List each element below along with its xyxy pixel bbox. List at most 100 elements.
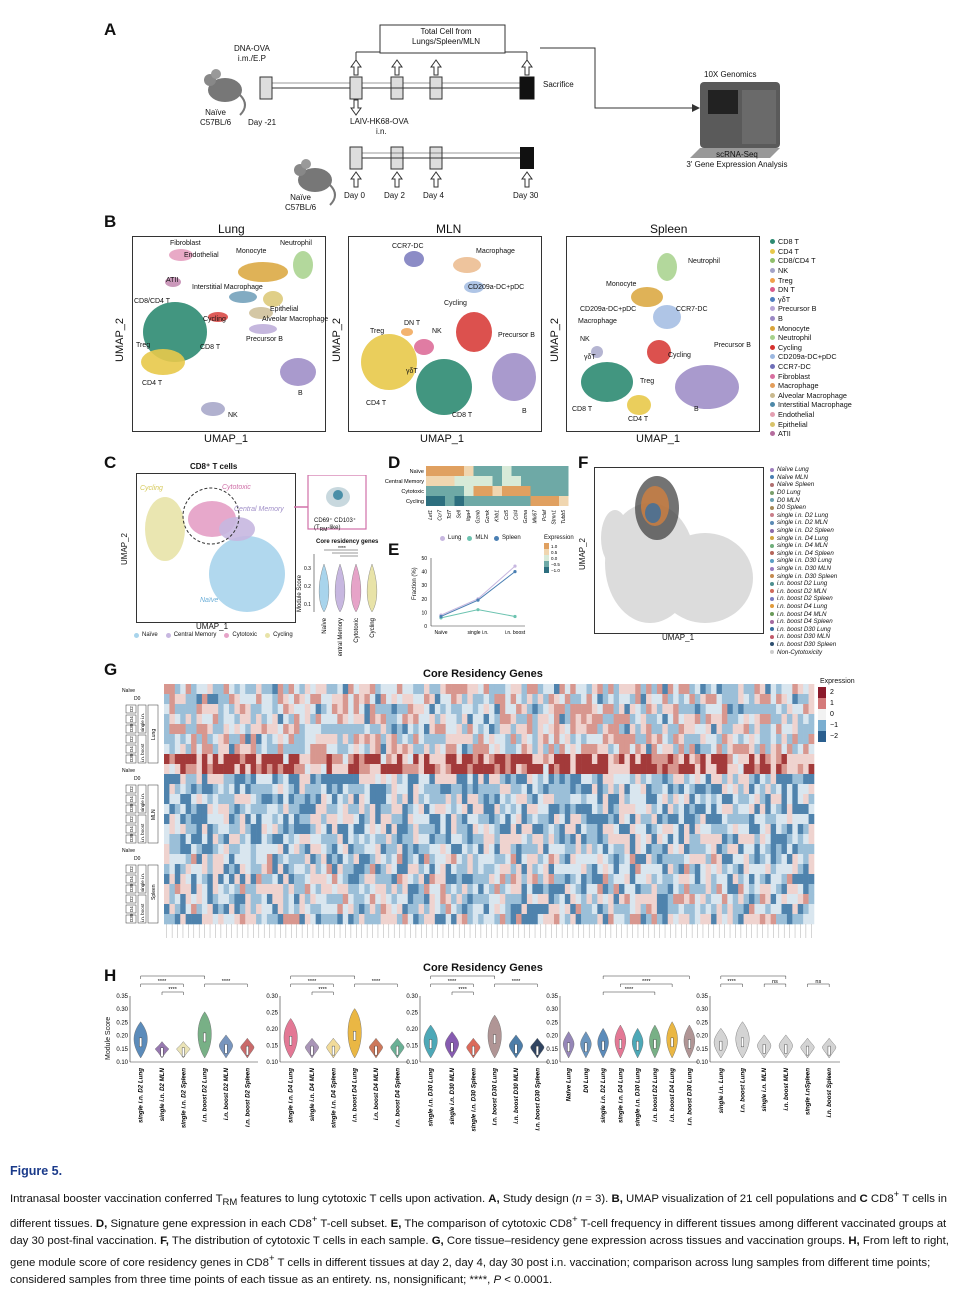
heatmap-cell — [808, 844, 815, 855]
sig-label: **** — [727, 979, 736, 985]
heatmap-cell — [261, 754, 268, 765]
heatmap-cell — [164, 774, 170, 785]
spleen-label-neutrophil: Neutrophil — [688, 258, 720, 265]
laiv-label-2: i.n. — [376, 127, 387, 136]
heatmap-cell — [391, 704, 398, 715]
heatmap-cell — [185, 824, 192, 835]
heatmap-cell — [694, 794, 701, 805]
heatmap-cell — [797, 714, 804, 725]
heatmap-cell — [451, 904, 457, 915]
heatmap-cell — [711, 864, 717, 875]
heatmap-cell — [234, 854, 241, 865]
heatmap-cell — [478, 764, 484, 775]
heatmap-cell — [689, 834, 696, 845]
sig-bracket — [763, 983, 787, 987]
heatmap-cell — [212, 874, 219, 885]
heatmap-cell — [256, 694, 262, 705]
heatmap-cell — [651, 704, 658, 715]
heatmap-cell — [386, 884, 392, 895]
heatmap-cell — [223, 764, 230, 775]
y-tick-label: 0.35 — [546, 994, 558, 1000]
heatmap-cell — [776, 834, 782, 845]
heatmap-cell — [218, 914, 224, 925]
heatmap-cell — [765, 844, 771, 855]
heatmap-cell — [369, 844, 376, 855]
heatmap-cell — [386, 864, 392, 875]
legend-label: Monocyte — [778, 323, 810, 333]
mln-label-cycling: Cycling — [444, 300, 467, 307]
heatmap-cell — [310, 834, 316, 845]
heatmap-cell — [559, 914, 566, 925]
heatmap-cell — [396, 834, 403, 845]
heatmap-cell — [570, 794, 576, 805]
heatmap-cell — [646, 864, 652, 875]
heatmap-cell — [489, 684, 495, 695]
heatmap-cell — [418, 904, 425, 915]
heatmap-cell — [624, 854, 631, 865]
heatmap-cell — [564, 884, 571, 895]
heatmap-cell — [261, 774, 268, 785]
heatmap-cell — [624, 694, 631, 705]
y-tick-label: 0.30 — [266, 994, 278, 1000]
legend-item: Naïve MLN — [770, 474, 837, 482]
heatmap-cell — [472, 794, 479, 805]
heatmap-cell — [743, 814, 750, 825]
heatmap-cell — [499, 854, 506, 865]
heatmap-cell — [331, 794, 338, 805]
heatmap-cell — [613, 754, 620, 765]
heatmap-cell — [299, 714, 306, 725]
heatmap-cell — [808, 764, 815, 775]
heatmap-cell — [754, 794, 761, 805]
legend-label: Naïve Lung — [777, 466, 809, 474]
heatmap-cell — [180, 894, 186, 905]
heatmap-cell — [359, 804, 365, 815]
heatmap-cell — [803, 714, 809, 725]
heatmap-cell — [489, 914, 495, 925]
heatmap-cell — [526, 714, 533, 725]
heatmap-cell — [483, 774, 490, 785]
heatmap-cell — [667, 774, 674, 785]
heatmap-cell — [348, 894, 354, 905]
heatmap-cell — [239, 914, 246, 925]
heatmap-cell — [440, 874, 446, 885]
heatmap-cell — [191, 704, 197, 715]
heatmap-cell — [299, 724, 306, 735]
heatmap-cell — [619, 724, 625, 735]
heatmap-cell — [169, 904, 176, 915]
violin-box — [374, 1045, 378, 1056]
sig-label: **** — [318, 974, 327, 977]
heatmap-cell — [613, 724, 620, 735]
heatmap-cell — [591, 804, 598, 815]
heatmap-cell — [304, 914, 311, 925]
cd8-label-central-memory: Central Memory — [234, 506, 284, 513]
heatmap-cell — [266, 814, 273, 825]
heatmap-cell — [207, 754, 214, 765]
heatmap-cell — [218, 684, 224, 695]
heatmap-cell — [467, 874, 474, 885]
heatmap-cell — [245, 874, 251, 885]
violin-group-label: single i.n. D2 Lung — [138, 1068, 145, 1123]
heatmap-cell — [256, 904, 262, 915]
heatmap-cell — [711, 834, 717, 845]
heatmap-cell — [499, 894, 506, 905]
heatmap-cell — [272, 844, 279, 855]
heatmap-cell — [759, 884, 766, 895]
heatmap-cell — [375, 864, 381, 875]
y-tick-label: 0.15 — [266, 1044, 278, 1050]
heatmap-cell — [494, 884, 501, 895]
heatmap-cell — [191, 734, 197, 745]
heatmap-cell — [646, 894, 652, 905]
heatmap-cell — [272, 714, 279, 725]
mln-label-treg: Treg — [370, 328, 385, 335]
heatmap-cell — [581, 884, 587, 895]
heatmap-cell — [602, 884, 609, 895]
heatmap-cell — [673, 724, 679, 735]
heatmap-cell — [673, 774, 679, 785]
heatmap-cell — [407, 714, 414, 725]
heatmap-cell — [196, 814, 203, 825]
heatmap-cell — [705, 864, 712, 875]
heatmap-cell — [559, 466, 569, 476]
heatmap-cell — [342, 864, 349, 875]
heatmap-cell — [510, 774, 517, 785]
heatmap-cell — [559, 694, 566, 705]
